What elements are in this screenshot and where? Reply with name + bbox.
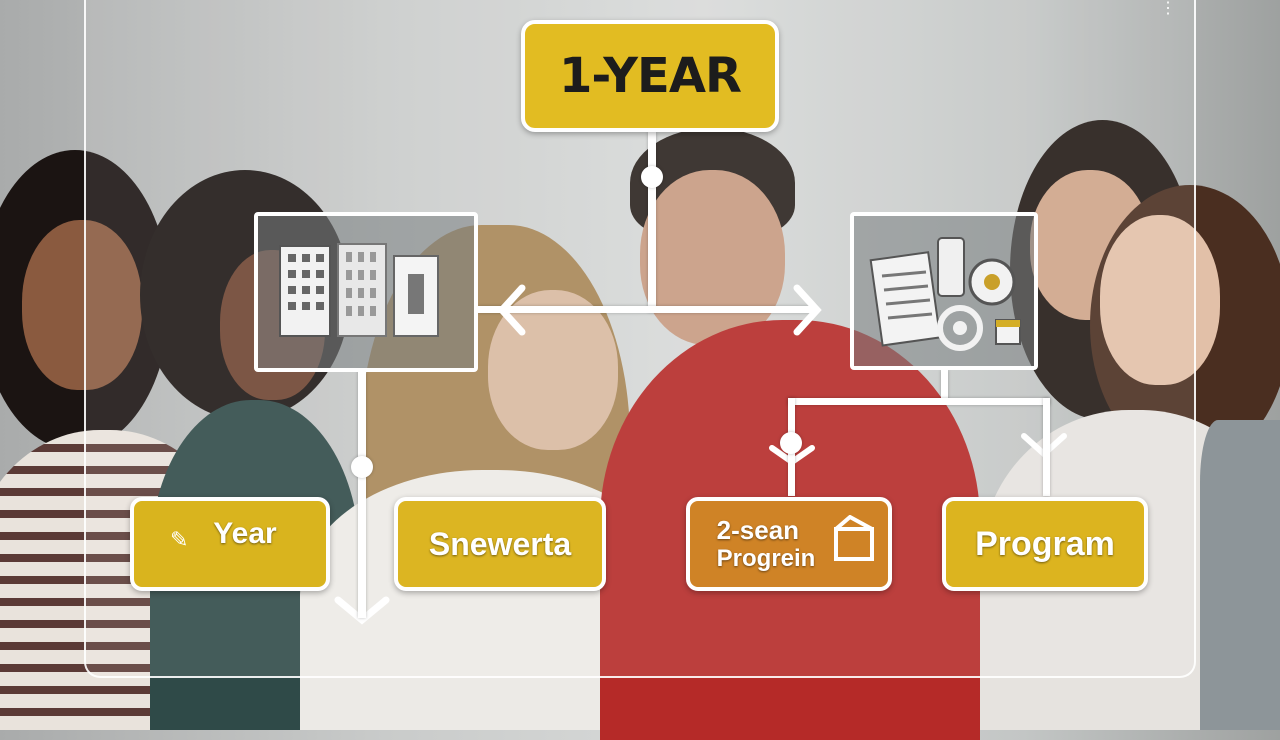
connector-node-left (351, 456, 373, 478)
box-snewerta: Snewerta (394, 497, 606, 591)
box-program: Program (942, 497, 1148, 591)
box-year-icon: ✎ (170, 527, 189, 552)
connector-left-vertical (358, 370, 366, 618)
connector-node-top (641, 166, 663, 188)
box-year-label: Year (213, 517, 277, 550)
box-year: Year ✎ (130, 497, 330, 591)
buildings-panel (254, 212, 478, 372)
connector-right-horizontal (788, 398, 1050, 405)
box-icon (834, 515, 874, 561)
box-snewerta-label: Snewerta (428, 525, 572, 562)
box-2-sean-progrein: 2-sean Progrein (686, 497, 892, 591)
title-box: 1-YEAR (521, 20, 779, 132)
connector-top-vertical (648, 132, 656, 312)
title-label: 1-YEAR (559, 48, 742, 104)
box-2-sean-line2: Progrein (716, 545, 816, 572)
connector-node-right (780, 432, 802, 454)
documents-gears-icon (869, 237, 1021, 351)
connector-horizontal (478, 306, 816, 313)
documents-panel (850, 212, 1038, 370)
buildings-icon (279, 243, 439, 337)
connector-right-vertical (941, 370, 948, 400)
box-program-label: Program (975, 524, 1115, 563)
box-2-sean-line1: 2-sean (716, 515, 800, 545)
connector-right-drop-b (1043, 398, 1050, 496)
